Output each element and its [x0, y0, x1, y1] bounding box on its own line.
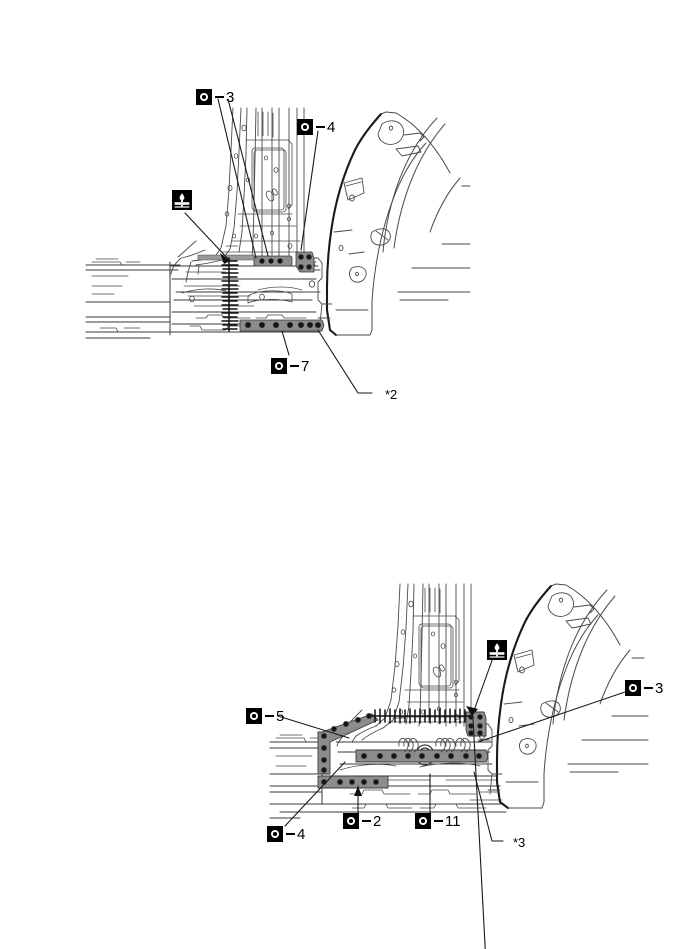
callout-lower-4[interactable]: 4 — [267, 825, 305, 843]
sealer-icon-glyph — [172, 190, 192, 210]
lower-diagram-svg — [269, 583, 649, 949]
weld-band-diagonal-bracket — [317, 713, 379, 775]
pillar-rib-detail — [387, 587, 468, 723]
leader-lines — [184, 98, 373, 394]
callout-number: 4 — [327, 118, 336, 136]
note-label-star2: *2 — [385, 387, 398, 402]
callout-dash — [290, 365, 299, 367]
pillar-holes — [224, 124, 293, 249]
weld-band-rocker-flange — [239, 319, 325, 332]
lower-diagram: 3 5 4 2 11 — [0, 474, 688, 949]
callout-dash — [286, 833, 295, 835]
callout-number: 4 — [297, 825, 306, 843]
weld-band-upper-flange — [253, 255, 293, 267]
callout-number: 2 — [373, 812, 382, 830]
spot-weld-icon — [297, 119, 313, 135]
rocker-stamping-detail — [275, 734, 503, 809]
callout-lower-3[interactable]: 3 — [625, 679, 663, 697]
spot-weld-icon — [343, 813, 359, 829]
callout-upper-3[interactable]: 3 — [196, 88, 234, 106]
upper-diagram-svg — [85, 98, 471, 394]
callout-dash — [362, 820, 371, 822]
pillar-lower-flare — [170, 240, 223, 283]
sealer-application-icon[interactable] — [172, 190, 192, 210]
callout-lower-5[interactable]: 5 — [246, 707, 284, 725]
callout-dash — [644, 687, 653, 689]
leader-arrowheads — [354, 706, 478, 796]
pillar-holes — [391, 600, 460, 720]
upper-diagram: 3 4 7 *2 — [85, 88, 471, 402]
callout-dash — [316, 126, 325, 128]
apron-detail — [333, 120, 425, 311]
callout-number: 3 — [655, 679, 664, 697]
apron-detail — [503, 592, 595, 783]
weld-band-apron-joint — [295, 251, 315, 273]
wheel-arch-apron-inner — [507, 583, 649, 809]
leader-arrowheads — [220, 253, 230, 264]
weld-band-apron-joint — [465, 711, 487, 737]
rocker-stamping-detail — [91, 258, 313, 333]
callout-number: 5 — [276, 707, 285, 725]
spot-weld-icon — [267, 826, 283, 842]
sealer-icon-glyph — [487, 640, 507, 660]
sealer-bead-horizontal — [371, 708, 471, 724]
wheel-arch-apron — [495, 584, 553, 810]
wheel-arch-apron — [325, 112, 383, 337]
callout-upper-4[interactable]: 4 — [297, 118, 335, 136]
spot-weld-icon — [625, 680, 641, 696]
weld-band-floor-crossmember — [355, 749, 489, 763]
callout-number: 7 — [301, 357, 310, 375]
callout-number: 11 — [445, 812, 461, 830]
note-label-star3: *3 — [513, 835, 526, 850]
sealer-bead-vertical — [221, 257, 239, 332]
callout-upper-7[interactable]: 7 — [271, 357, 309, 375]
pillar-rib-detail — [220, 111, 301, 253]
floor-bracket-coil-detail — [398, 737, 471, 753]
callout-dash — [265, 715, 274, 717]
spot-weld-icon — [415, 813, 431, 829]
weld-band-lower-left — [317, 775, 389, 789]
callout-dash — [215, 96, 224, 98]
leader-lines — [277, 654, 626, 949]
wheel-arch-apron-inner — [335, 111, 471, 336]
callout-number: 3 — [226, 88, 235, 106]
callout-dash — [434, 820, 443, 822]
callout-lower-11[interactable]: 11 — [415, 812, 461, 830]
spot-weld-icon — [271, 358, 287, 374]
center-pillar-outline — [375, 583, 472, 729]
callout-lower-2[interactable]: 2 — [343, 812, 381, 830]
sealer-application-icon[interactable] — [487, 640, 507, 660]
center-pillar-outline — [213, 107, 305, 263]
spot-weld-icon — [196, 89, 212, 105]
spot-weld-icon — [246, 708, 262, 724]
